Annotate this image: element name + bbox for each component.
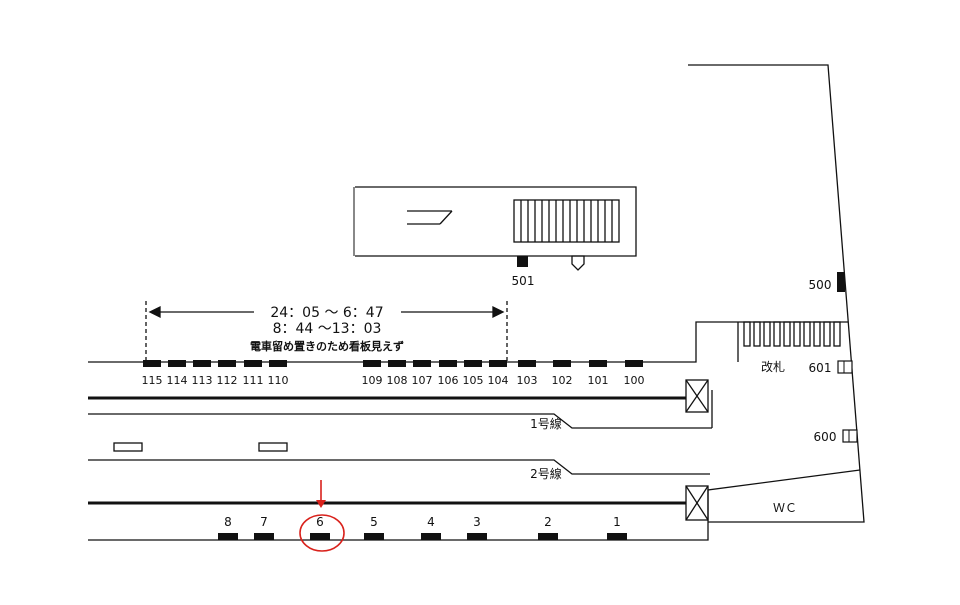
- platform1-edge: [88, 321, 848, 363]
- station-structure: [88, 64, 865, 541]
- elevator-box: [685, 379, 709, 413]
- board-marker-105: [464, 360, 482, 367]
- board-label-4: 4: [427, 515, 435, 529]
- board-marker-113: [193, 360, 211, 367]
- ticket-gate: [743, 321, 751, 347]
- track1-divider: [88, 413, 712, 429]
- board-marker-101: [589, 360, 607, 367]
- board-marker-104: [489, 360, 507, 367]
- board-marker-8: [218, 533, 238, 540]
- board-601-marker: [837, 360, 853, 374]
- arrow-down-icon: [316, 500, 326, 508]
- board-label-105: 105: [463, 374, 484, 387]
- bench: [113, 442, 143, 452]
- board-marker-7: [254, 533, 274, 540]
- board-marker-103: [518, 360, 536, 367]
- board-label-102: 102: [552, 374, 573, 387]
- notice-time-2: 8：44 ～13：03: [273, 321, 382, 337]
- highlight-marker: [299, 480, 345, 552]
- board-marker-5: [364, 533, 384, 540]
- right-wall: [688, 64, 865, 523]
- board-label-100: 100: [624, 374, 645, 387]
- board-label-7: 7: [260, 515, 268, 529]
- track1-label: 1号線: [530, 416, 562, 431]
- board-label-115: 115: [142, 374, 163, 387]
- board-label-104: 104: [488, 374, 509, 387]
- board-marker-106: [439, 360, 457, 367]
- board-label-103: 103: [517, 374, 538, 387]
- board-marker-109: [363, 360, 381, 367]
- board-marker-110: [269, 360, 287, 367]
- ticket-gate: [783, 321, 791, 347]
- board-label-106: 106: [438, 374, 459, 387]
- board-marker-4: [421, 533, 441, 540]
- board-marker-102: [553, 360, 571, 367]
- board-500-label: 500: [809, 278, 832, 292]
- gate-icon: [571, 255, 585, 271]
- elevator-box: [685, 485, 709, 521]
- ticket-gate: [793, 321, 801, 347]
- platform2-edge: [88, 469, 861, 541]
- board-label-8: 8: [224, 515, 232, 529]
- board-501-label: 501: [512, 274, 535, 288]
- board-marker-2: [538, 533, 558, 540]
- toilet-label: ＷＣ: [773, 501, 797, 515]
- arrow-left-icon: [148, 305, 161, 319]
- ticket-gate: [823, 321, 831, 347]
- board-marker-1: [607, 533, 627, 540]
- board-marker-114: [168, 360, 186, 367]
- board-600-marker: [842, 429, 858, 443]
- board-label-112: 112: [217, 374, 238, 387]
- ticket-gate: [803, 321, 811, 347]
- board-marker-6: [310, 533, 330, 540]
- board-label-1: 1: [613, 515, 621, 529]
- board-marker-112: [218, 360, 236, 367]
- board-label-107: 107: [412, 374, 433, 387]
- board-label-110: 110: [268, 374, 289, 387]
- board-601-label: 601: [809, 361, 832, 375]
- stair-steps: [520, 200, 613, 242]
- board-marker-107: [413, 360, 431, 367]
- ticket-gate: [753, 321, 761, 347]
- ticket-gate: [833, 321, 841, 347]
- board-label-2: 2: [544, 515, 552, 529]
- board-label-109: 109: [362, 374, 383, 387]
- board-label-101: 101: [588, 374, 609, 387]
- upper-concourse-outline: [355, 186, 637, 257]
- board-label-5: 5: [370, 515, 378, 529]
- notice-range: [145, 301, 508, 362]
- ticket-gate: [773, 321, 781, 347]
- ticket-gate-label: 改札: [761, 360, 785, 374]
- board-501-marker: [517, 256, 528, 267]
- board-label-113: 113: [192, 374, 213, 387]
- board-label-114: 114: [167, 374, 188, 387]
- ticket-gate: [813, 321, 821, 347]
- board-label-3: 3: [473, 515, 481, 529]
- board-marker-108: [388, 360, 406, 367]
- board-600-label: 600: [814, 430, 837, 444]
- platform1-boards: 115 114 113 112 111 110 109 108 107 106 105 104 103 1…: [142, 360, 645, 387]
- platform2-boards: 8 7 6 5 4 3 2 1: [218, 515, 627, 540]
- bench: [258, 442, 288, 452]
- escalator-line: [439, 210, 453, 225]
- notice-time-1: 24：05 ～ 6：47: [270, 305, 383, 321]
- ticket-gates: [743, 321, 841, 347]
- track2-label: 2号線: [530, 466, 562, 481]
- ticket-gate: [763, 321, 771, 347]
- highlight-circle: [299, 514, 345, 552]
- arrow-right-icon: [492, 305, 505, 319]
- track2-divider: [88, 459, 710, 475]
- notice-text: 電車留め置きのため看板見えず: [250, 339, 404, 353]
- board-marker-111: [244, 360, 262, 367]
- board-marker-115: [143, 360, 161, 367]
- board-label-108: 108: [387, 374, 408, 387]
- board-label-111: 111: [243, 374, 264, 387]
- stairs: [513, 199, 620, 243]
- board-500-marker: [837, 272, 845, 292]
- board-marker-100: [625, 360, 643, 367]
- board-label-6: 6: [316, 515, 324, 529]
- board-marker-3: [467, 533, 487, 540]
